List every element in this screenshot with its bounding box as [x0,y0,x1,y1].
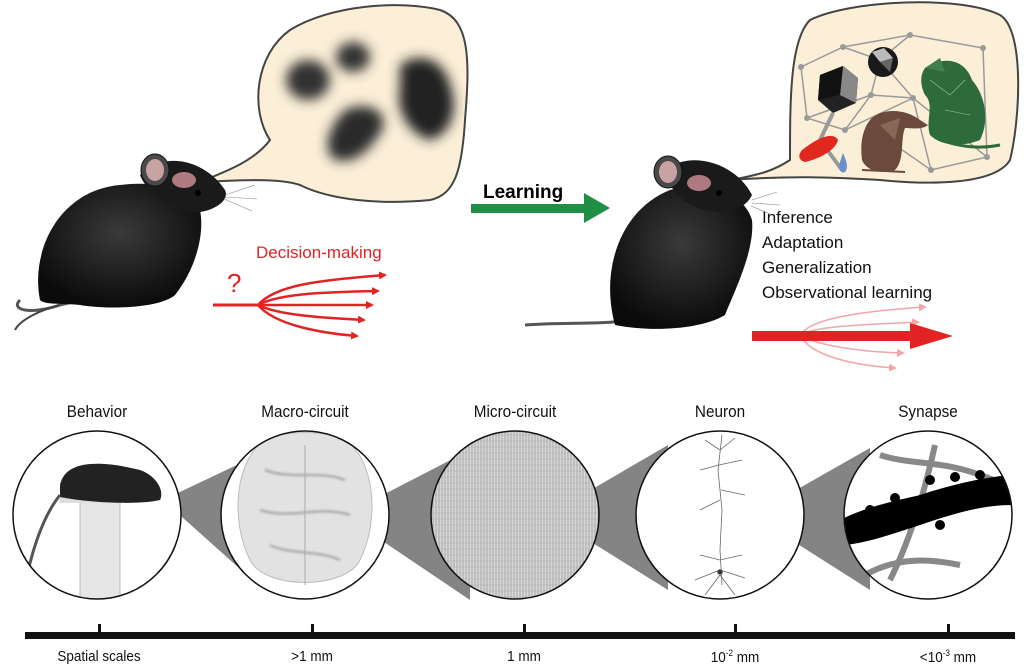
circle-micro-circuit [430,430,600,600]
axis-label-spatial-scales: Spatial scales [57,648,141,665]
question-mark: ? [227,268,242,298]
learning-arrow [471,193,610,223]
ability-observational-learning: Observational learning [762,283,933,302]
cube-object [818,66,858,113]
axis-tick [98,624,101,634]
axis-label-unit: mm [949,649,977,666]
scale-title-neuron: Neuron [694,402,746,421]
zoom-cone-4 [752,448,870,590]
scale-title-behavior: Behavior [66,402,128,421]
spatial-scale-axis [25,624,1015,639]
axis-label-exponent: -3 [942,648,950,658]
axis-label-unit: mm [732,649,760,666]
axis-tick [947,624,950,634]
axis-label-base: <10 [919,649,943,666]
ability-adaptation: Adaptation [762,233,844,252]
decision-making-label: Decision-making [256,243,382,262]
learning-label: Learning [483,182,564,203]
brown-mouse-object [861,111,928,173]
axis-tick [734,624,737,634]
axis-label-gt-1mm: >1 mm [291,648,333,665]
water-drop [839,153,847,173]
scale-title-macro-circuit: Macro-circuit [261,402,349,421]
mouse-naive-illustration [14,153,258,331]
ability-generalization: Generalization [762,258,872,277]
scale-title-synapse: Synapse [898,402,958,421]
axis-label-1mm: 1 mm [507,648,541,665]
mouse-trained-illustration [524,155,781,329]
red-object [799,135,838,162]
focused-action-arrows [752,303,953,372]
axis-label-10e-2mm: 10-2 mm [711,648,759,666]
circle-macro-circuit [220,430,390,600]
scale-title-micro-circuit: Micro-circuit [473,402,557,421]
axis-tick [523,624,526,634]
green-mouse-object [921,58,1001,149]
sphere-object [868,47,898,77]
circle-neuron [635,430,805,600]
blurry-objects [286,42,454,161]
decision-making-arrows [213,271,387,340]
thought-bubble-structured [729,1,1020,184]
ability-inference: Inference [762,208,833,227]
network-nodes [798,32,990,173]
axis-label-base: 10 [710,649,726,666]
axis-label-exponent: -2 [725,648,733,658]
thought-bubble-blurry [199,4,469,203]
axis-tick [311,624,314,634]
circle-synapse [843,430,1013,600]
zoom-cone-3 [548,445,668,590]
circle-behavior [12,430,182,600]
axis-label-lt-10e-3mm: <10-3 mm [920,648,976,666]
axis-line [25,632,1015,639]
